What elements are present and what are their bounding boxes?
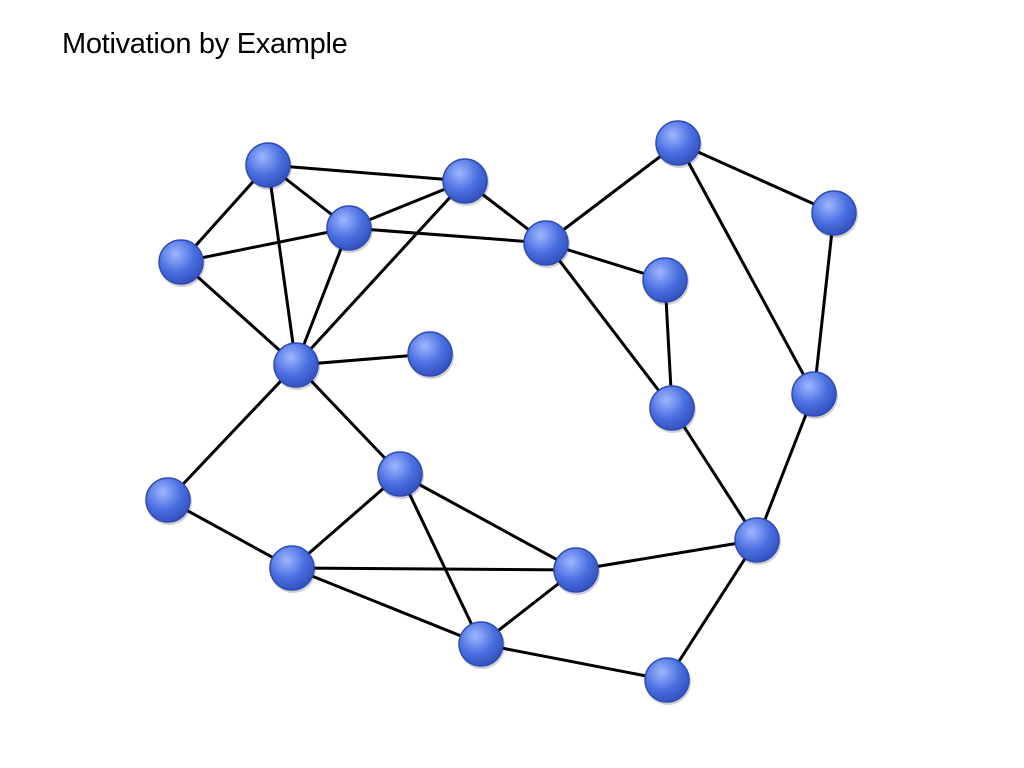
edge-n14-n17 xyxy=(291,472,401,570)
edge-n4-n5 xyxy=(179,260,298,367)
node-n16 xyxy=(553,547,600,595)
node-n6 xyxy=(523,220,570,268)
node-n1 xyxy=(245,142,292,190)
edge-n14-n18 xyxy=(398,473,483,645)
node-n15 xyxy=(734,517,781,565)
node-n17 xyxy=(269,545,316,593)
node-n7 xyxy=(655,120,702,168)
edge-n3-n5 xyxy=(294,227,351,366)
edge-n6-n7 xyxy=(545,141,679,245)
edge-n7-n11 xyxy=(676,142,816,395)
edge-n1-n2 xyxy=(267,163,466,183)
node-n18 xyxy=(458,621,505,669)
nodes-layer xyxy=(145,120,858,705)
node-n14 xyxy=(377,451,424,499)
edge-n17-n18 xyxy=(291,566,482,646)
node-n11 xyxy=(791,371,838,419)
edge-n2-n5 xyxy=(294,179,467,367)
node-n12 xyxy=(642,257,689,305)
edges-layer xyxy=(166,141,836,682)
edge-n5-n14 xyxy=(294,363,402,476)
edge-n6-n13 xyxy=(544,242,674,409)
edge-n1-n5 xyxy=(266,164,298,366)
edge-n7-n10 xyxy=(677,141,835,215)
node-n2 xyxy=(442,158,489,206)
edge-n3-n4 xyxy=(180,226,350,264)
node-n10 xyxy=(811,190,858,238)
edge-n15-n16 xyxy=(575,538,758,572)
node-n8 xyxy=(407,331,454,379)
edge-n5-n9 xyxy=(166,363,298,502)
edge-n9-n17 xyxy=(167,498,293,570)
edge-n18-n19 xyxy=(480,642,668,682)
edge-n15-n19 xyxy=(665,539,759,681)
node-n13 xyxy=(649,385,696,433)
node-n5 xyxy=(273,342,320,390)
node-n4 xyxy=(158,239,205,287)
edge-n3-n6 xyxy=(348,226,547,245)
edge-n13-n15 xyxy=(670,407,759,541)
edge-n11-n15 xyxy=(755,393,816,541)
node-n9 xyxy=(145,477,192,525)
edge-n14-n16 xyxy=(399,472,577,572)
edge-n17-n16 xyxy=(291,566,577,572)
node-n3 xyxy=(326,205,373,253)
slide-title: Motivation by Example xyxy=(62,28,348,60)
node-n19 xyxy=(644,657,691,705)
edge-n10-n11 xyxy=(812,212,836,395)
